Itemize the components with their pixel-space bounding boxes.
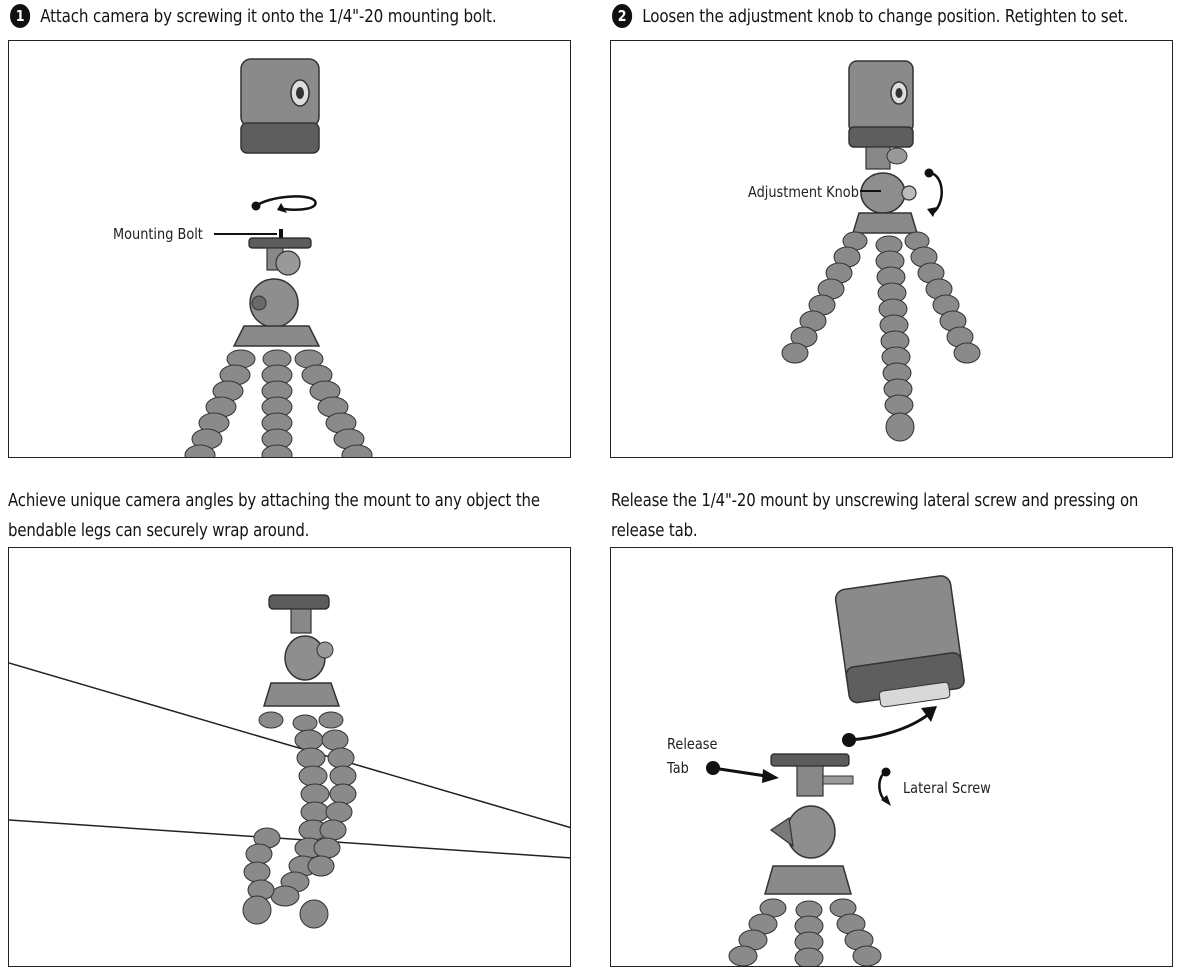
camera-illustration — [848, 60, 914, 148]
camera-illustration — [834, 575, 965, 708]
release-arrow-icon — [842, 706, 937, 747]
adjustment-knob-label: Adjustment Knob — [748, 183, 859, 201]
mounting-bolt-label: Mounting Bolt — [113, 225, 203, 243]
rotation-arrow-icon — [924, 168, 943, 217]
release-label: Release — [667, 735, 718, 753]
panel-wrap-around-object — [8, 547, 571, 967]
wrap-around-illustration — [9, 594, 570, 929]
rotation-arrow-icon — [251, 195, 317, 213]
panel-attach-camera: Mounting Bolt — [8, 40, 571, 458]
step-3-text-line-1: Achieve unique camera angles by attachin… — [8, 490, 540, 511]
step-4-caption: Release the 1/4"-20 mount by unscrewing … — [611, 486, 1138, 546]
panel-release-mount: Release Tab Lateral Screw — [610, 547, 1173, 967]
step-2-text: Loosen the adjustment knob to change pos… — [642, 6, 1129, 27]
step-number-2-icon: 2 — [612, 4, 633, 28]
attach-camera-illustration — [184, 58, 373, 457]
step-3-text-line-2: bendable legs can securely wrap around. — [8, 520, 310, 541]
step-1-text: Attach camera by screwing it onto the 1/… — [40, 6, 497, 27]
tab-label: Tab — [667, 759, 689, 777]
release-mount-illustration — [706, 575, 965, 966]
step-2-caption: 2 Loosen the adjustment knob to change po… — [612, 2, 1128, 32]
panel-adjust-position: Adjustment Knob — [610, 40, 1173, 458]
camera-illustration — [240, 58, 320, 154]
lateral-screw-label: Lateral Screw — [903, 779, 991, 797]
step-4-text-line-2: release tab. — [611, 520, 698, 541]
step-3-caption: Achieve unique camera angles by attachin… — [8, 486, 540, 546]
rotation-arrow-icon — [878, 767, 891, 806]
release-tab-arrow-icon — [706, 761, 779, 783]
step-number-1-icon: 1 — [10, 4, 31, 28]
step-4-text-line-1: Release the 1/4"-20 mount by unscrewing … — [611, 490, 1139, 511]
adjust-position-illustration — [781, 60, 981, 442]
step-1-caption: 1 Attach camera by screwing it onto the 1… — [10, 2, 497, 32]
